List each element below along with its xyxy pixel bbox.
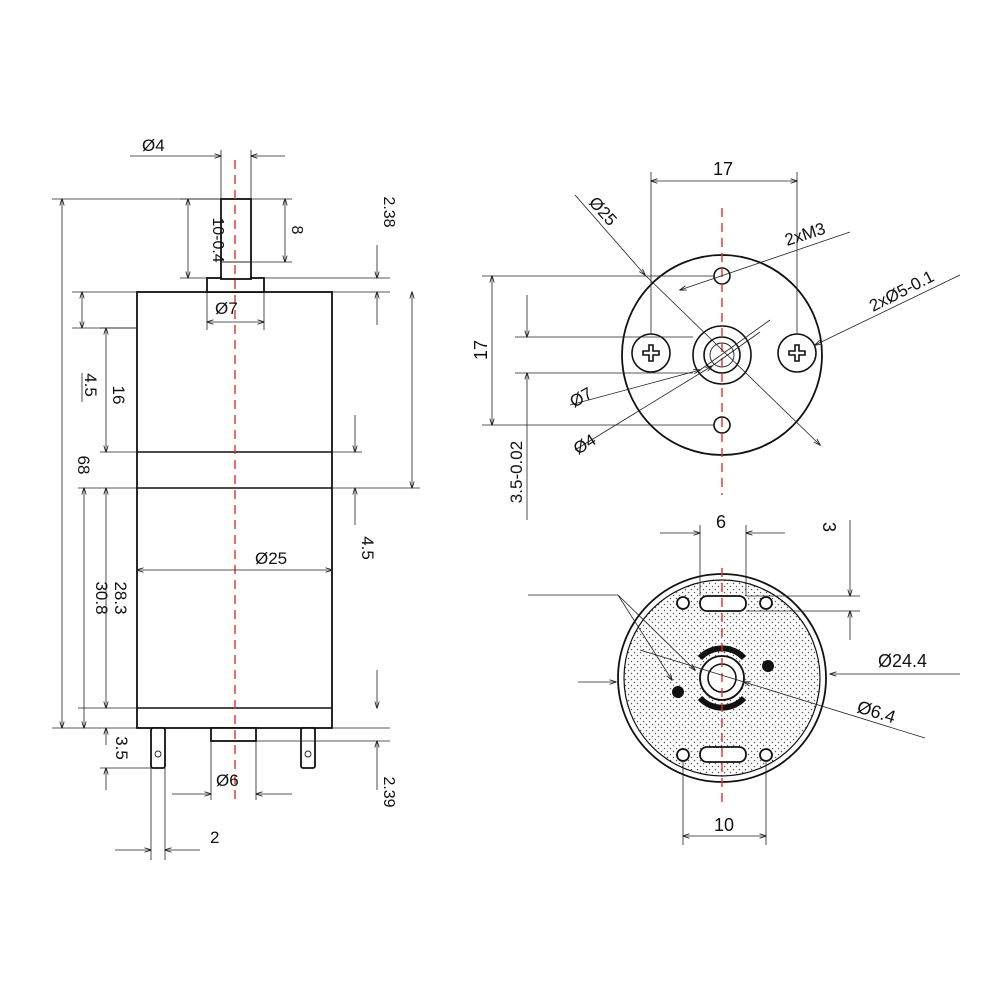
dim-top-step: 2.38	[380, 196, 397, 227]
terminal-left-hole	[154, 750, 162, 758]
dim-slot-height: 3	[819, 522, 839, 532]
dim-line	[644, 274, 820, 445]
dim-line	[680, 231, 851, 290]
dim-line	[815, 274, 961, 345]
dim-mid-gap: 4.5	[358, 536, 377, 560]
dim-line	[639, 649, 745, 683]
dim-terminal-length: 3.5	[112, 736, 131, 760]
bottom-vent-left	[676, 748, 690, 762]
dim-line	[617, 594, 672, 680]
dim-outer-dia: Ø25	[585, 193, 621, 230]
dim-bottom-step: 2.39	[380, 776, 397, 807]
dim-line	[617, 594, 695, 670]
terminal-right	[300, 727, 316, 769]
terminal-right-hole	[304, 750, 312, 758]
dim-slot-width: 6	[716, 512, 726, 532]
terminal-left	[150, 727, 166, 769]
dim-line	[574, 366, 712, 451]
dim-terminal-spacing: 10	[714, 815, 734, 835]
front-view: 17 Ø25 2xM3 2xØ5-0.1 17 3.5-0.02 Ø7 Ø4	[471, 159, 961, 520]
dim-motor-length-b: 30.8	[92, 581, 111, 614]
dim-screw-spec: 2xM3	[782, 219, 827, 250]
rear-view: 6 3 Ø24.4 Ø6.4 10	[528, 512, 960, 845]
rear-boss	[210, 727, 257, 742]
dim-can-dia: Ø24.4	[878, 651, 927, 671]
dim-rear-boss-dia: Ø6	[216, 771, 239, 790]
dim-boss-height: 3.5-0.02	[507, 441, 526, 503]
boss-outer-circle	[692, 325, 752, 385]
top-slot	[699, 595, 747, 612]
dim-total-length: 68	[74, 456, 93, 475]
dim-front-boss-dia: Ø7	[567, 384, 596, 412]
top-vent-left	[676, 596, 690, 610]
dim-shaft-dia: Ø4	[142, 136, 165, 155]
dim-shaft-flat: 8	[288, 226, 305, 235]
rear-dot-left	[672, 686, 684, 698]
dim-terminal-width: 2	[210, 828, 219, 847]
side-view: Ø4 10-0.4 8 2.38 Ø7 68 4.5	[52, 136, 420, 860]
dim-boss-dia: Ø7	[215, 299, 238, 318]
dim-front-shaft-dia: Ø4	[570, 430, 599, 458]
rear-dot-right	[762, 660, 774, 672]
dim-motor-length-a: 28.3	[111, 581, 130, 614]
dim-body-dia: Ø25	[255, 549, 287, 568]
dim-vertical-spacing: 17	[471, 340, 491, 360]
dim-line	[711, 331, 761, 367]
output-shaft	[220, 198, 252, 280]
dim-line	[699, 319, 771, 371]
dim-line	[574, 194, 645, 275]
dim-gearbox-length: 16	[109, 386, 128, 405]
dim-line	[744, 682, 926, 739]
bottom-slot	[699, 746, 747, 763]
dim-line	[569, 370, 700, 406]
bottom-vent-right	[759, 748, 773, 762]
top-vent-right	[759, 596, 773, 610]
dim-gearbox-offset: 4.5	[81, 373, 100, 397]
dim-shaft-length: 10-0.4	[209, 217, 226, 262]
dim-hole-spacing: 17	[713, 159, 733, 179]
